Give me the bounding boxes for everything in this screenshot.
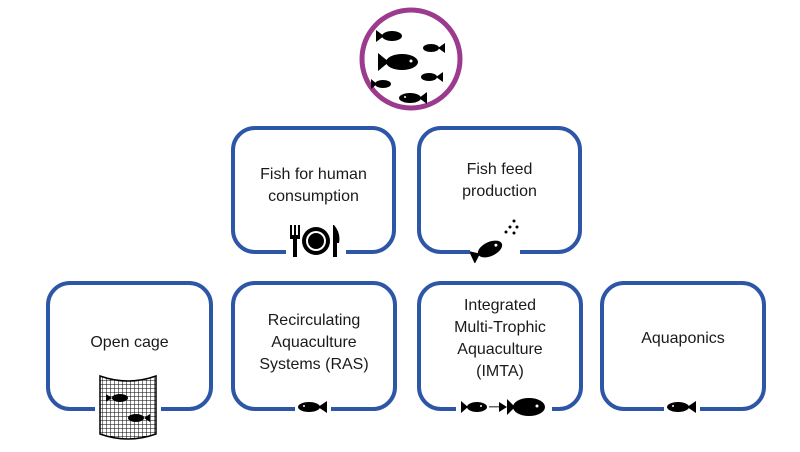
label-human-consumption: Fish for human consumption <box>260 166 367 205</box>
label-imta: Integrated Multi-Trophic Aquaculture (IM… <box>454 297 546 380</box>
box-aquaponics: Aquaponics <box>600 281 766 411</box>
label-feed-production: Fish feed production <box>462 161 537 200</box>
fish-school-icon <box>359 7 463 111</box>
box-imta: Integrated Multi-Trophic Aquaculture (IM… <box>417 281 583 411</box>
net-cage-icon <box>99 374 157 440</box>
label-open-cage: Open cage <box>90 334 169 351</box>
label-ras: Recirculating Aquaculture Systems (RAS) <box>259 312 369 373</box>
label-aquaponics: Aquaponics <box>641 330 725 347</box>
plate-cutlery-icon <box>290 225 340 257</box>
fish-icon <box>667 401 696 413</box>
fish-to-fish-icon <box>461 398 545 416</box>
box-ras: Recirculating Aquaculture Systems (RAS) <box>231 281 397 411</box>
fish-icon <box>298 401 327 413</box>
fish-feeding-icon <box>470 219 519 263</box>
